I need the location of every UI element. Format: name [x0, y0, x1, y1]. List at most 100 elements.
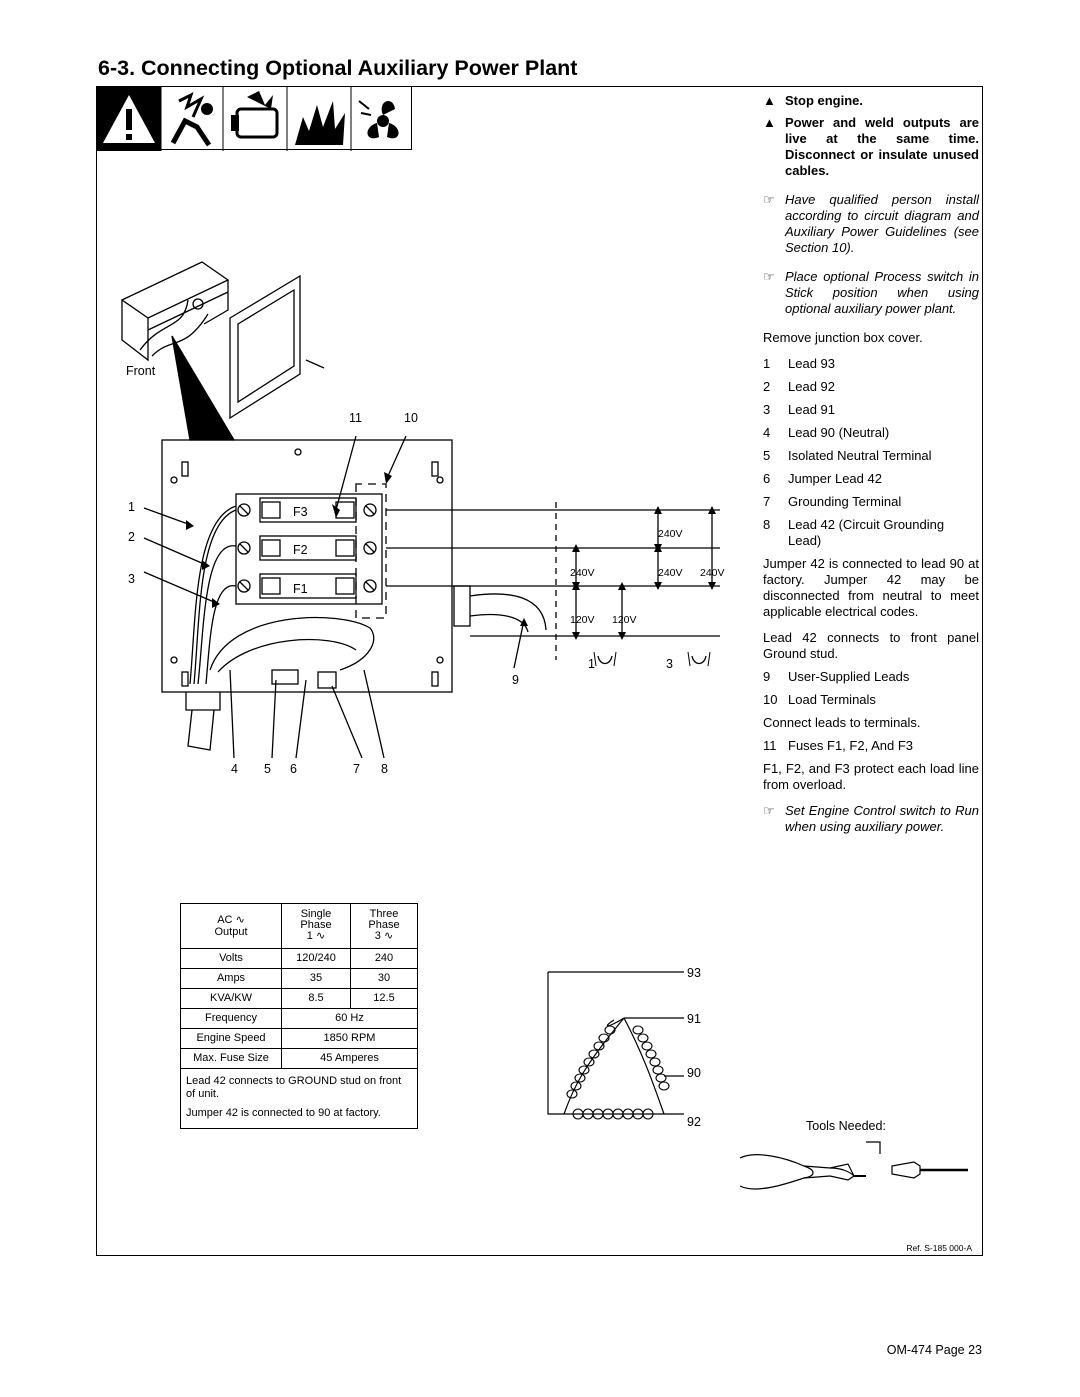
- warning-triangle-icon: ▲: [763, 93, 776, 108]
- note: ☞ Set Engine Control switch to Run when …: [763, 803, 979, 834]
- fire-explosion-icon: [295, 101, 345, 145]
- item-number: 11: [763, 738, 777, 753]
- item-number: 10: [763, 692, 778, 707]
- electric-shock-icon: [170, 92, 213, 147]
- table-header-cell: Single Phase 1 ∿: [281, 904, 351, 949]
- table-cell: 60 Hz: [281, 1008, 417, 1029]
- warning-symbol-strip: [96, 86, 412, 151]
- item-list: 11 Fuses F1, F2, And F3: [763, 738, 979, 754]
- instructions-column: ▲ Stop engine. ▲ Power and weld outputs …: [763, 93, 979, 835]
- callout-1: 1: [128, 500, 135, 514]
- delta-winding-diagram: [547, 971, 684, 1120]
- fuse-f2-label: F2: [293, 543, 308, 557]
- item-text: Lead 42 (Circuit Grounding Lead): [788, 517, 945, 548]
- engine-motor-icon: [231, 91, 279, 139]
- delta-label-90: 90: [687, 1066, 701, 1080]
- output-spec-table: AC ∿ Output Single Phase 1 ∿ Three Phase…: [180, 903, 418, 1129]
- item-number: 8: [763, 517, 771, 532]
- warning-line: ▲ Power and weld outputs are live at the…: [763, 115, 979, 178]
- note: ☞ Have qualified person install accordin…: [763, 192, 979, 255]
- table-cell: KVA/KW: [181, 988, 282, 1009]
- callout-5: 5: [264, 762, 271, 776]
- callout-10: 10: [404, 411, 418, 425]
- item-text: Grounding Terminal: [788, 494, 902, 509]
- delta-label-91: 91: [687, 1012, 701, 1026]
- table-cell: Amps: [181, 968, 282, 989]
- list-item: 8 Lead 42 (Circuit Grounding Lead): [763, 517, 979, 549]
- table-cell: Engine Speed: [181, 1028, 282, 1049]
- item-number: 2: [763, 379, 771, 394]
- delta-label-92: 92: [687, 1115, 701, 1129]
- item-number: 6: [763, 471, 771, 486]
- delta-label-93: 93: [687, 966, 701, 980]
- callout-11: 11: [349, 411, 362, 425]
- page-footer: OM-474 Page 23: [886, 1343, 982, 1357]
- voltage-label: 120V: [570, 614, 595, 626]
- callout-4: 4: [231, 762, 238, 776]
- item-text: Fuses F1, F2, And F3: [788, 738, 913, 753]
- table-cell: 45 Amperes: [281, 1048, 417, 1069]
- pointing-hand-icon: ☞: [763, 803, 775, 818]
- table-header-cell: AC ∿ Output: [181, 904, 282, 949]
- lead42-paragraph: Lead 42 connects to front panel Ground s…: [763, 630, 979, 661]
- jumper-paragraph: Jumper 42 is connected to lead 90 at fac…: [763, 556, 979, 619]
- instruction-connect: Connect leads to terminals.: [763, 715, 921, 730]
- junction-box-diagram: [120, 261, 720, 759]
- table-cell: 30: [350, 968, 417, 989]
- screwdriver-icon: [891, 1161, 921, 1179]
- item-text: Load Terminals: [788, 692, 876, 707]
- caution-triangle-icon: [103, 95, 155, 143]
- table-note: Lead 42 connects to GROUND stud on front…: [186, 1074, 402, 1100]
- callout-3: 3: [128, 572, 135, 586]
- sine-wave-icon: ∿: [383, 930, 394, 943]
- table-cell: 12.5: [350, 988, 417, 1009]
- table-cell: 1850 RPM: [281, 1028, 417, 1049]
- voltage-label: 240V: [658, 528, 683, 540]
- item-number: 3: [763, 402, 771, 417]
- crimper-icon: [739, 1154, 855, 1177]
- table-cell: 35: [281, 968, 351, 989]
- note: ☞ Place optional Process switch in Stick…: [763, 269, 979, 316]
- table-note: Jumper 42 is connected to 90 at factory.: [186, 1106, 381, 1119]
- sine-wave-icon: ∿: [315, 930, 326, 943]
- warning-line: ▲ Stop engine.: [763, 93, 863, 108]
- callout-6: 6: [290, 762, 297, 776]
- tools-needed-label: Tools Needed:: [806, 1119, 886, 1133]
- list-item: 2 Lead 92: [763, 379, 979, 395]
- list-item: 10 Load Terminals: [763, 692, 979, 708]
- pointing-hand-icon: ☞: [763, 269, 775, 284]
- table-header-cell: Three Phase 3 ∿: [350, 904, 417, 949]
- table-cell: Volts: [181, 948, 282, 969]
- moving-parts-fan-icon: [358, 100, 399, 139]
- item-number: 1: [763, 356, 771, 371]
- list-item: 1 Lead 93: [763, 356, 979, 372]
- item-number: 4: [763, 425, 771, 440]
- item-number: 5: [763, 448, 771, 463]
- nut-icon: [866, 1141, 881, 1154]
- callout-7: 7: [353, 762, 360, 776]
- single-phase-label: 1: [588, 657, 595, 671]
- item-text: Lead 93: [788, 356, 835, 371]
- front-label: Front: [126, 364, 156, 378]
- fuses-paragraph: F1, F2, and F3 protect each load line fr…: [763, 761, 979, 792]
- reference-number: Ref. S-185 000-A: [906, 1243, 972, 1253]
- table-cell: 120/240: [281, 948, 351, 969]
- item-text: User-Supplied Leads: [788, 669, 910, 684]
- voltage-label: 120V: [612, 614, 637, 626]
- item-text: Lead 92: [788, 379, 835, 394]
- item-text: Lead 90 (Neutral): [788, 425, 890, 440]
- voltage-label: 240V: [658, 567, 683, 579]
